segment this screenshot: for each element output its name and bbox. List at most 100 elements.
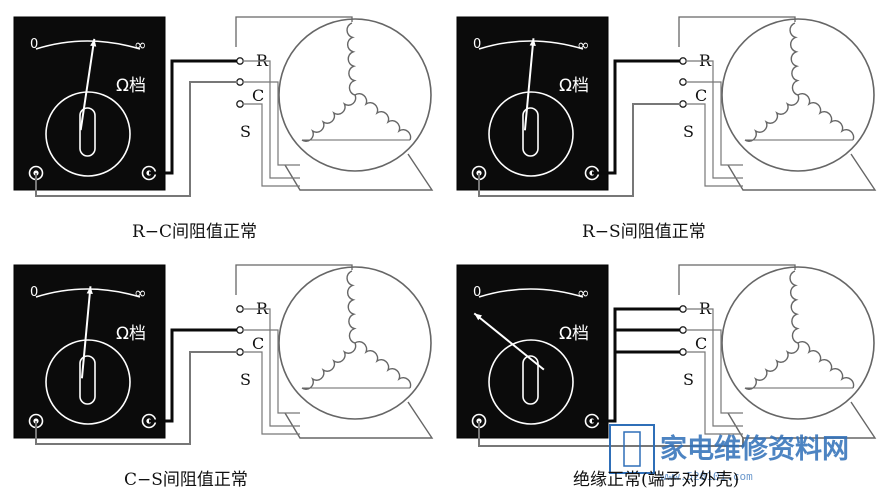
scale-infinity-label: ∞ (134, 284, 147, 302)
selector-knob[interactable] (522, 355, 539, 405)
panel-caption-insulation: 绝缘正常(端子对外壳) (573, 470, 740, 490)
terminal-label-s: S (240, 370, 251, 389)
lead-wire-r (243, 308, 300, 427)
range-label-ohm: Ω档 (559, 76, 589, 96)
panel-caption-cs: C−S间阻值正常 (124, 470, 248, 490)
meter-needle (80, 286, 92, 379)
probe-lead-black (35, 81, 237, 197)
lead-wire-s (686, 351, 743, 435)
motor (678, 16, 877, 191)
scale-infinity-label: ∞ (577, 36, 590, 54)
terminal-s[interactable] (236, 100, 244, 108)
lead-wire-s (243, 103, 300, 187)
terminal-label-s: S (683, 122, 694, 141)
multimeter: 0 ∞ Ω档 (13, 16, 166, 191)
lead-wire-c (243, 329, 300, 414)
terminal-r[interactable] (679, 57, 687, 65)
terminal-block: RCS (236, 51, 300, 187)
logo-frame (609, 424, 655, 474)
multimeter: 0∞Ω档 (13, 264, 166, 439)
terminal-label-s: S (240, 122, 251, 141)
winding-coil (744, 342, 800, 390)
selector-dial[interactable] (488, 339, 574, 425)
winding-coil (301, 94, 357, 142)
com-jack-center (33, 418, 39, 424)
selector-dial[interactable] (488, 91, 574, 177)
selector-knob[interactable] (79, 355, 96, 405)
terminal-block: RCS (679, 51, 743, 187)
probe-leads (35, 59, 237, 197)
meter-needle-tip (90, 38, 97, 47)
logo-url: www.520101.com (660, 470, 753, 483)
motor-lead (678, 16, 796, 47)
terminal-block: RCS (679, 299, 743, 435)
terminal-s[interactable] (679, 348, 687, 356)
logo-inner (623, 431, 641, 467)
lead-wire-s (243, 351, 300, 435)
logo-text: 家电维修资料网 (660, 433, 849, 465)
selector-knob[interactable] (522, 107, 539, 157)
meter-scale-arc (478, 40, 584, 50)
terminal-label-c: C (252, 334, 264, 353)
multimeter: 0 ∞ Ω档 (456, 16, 609, 191)
probe-lead-red (149, 59, 237, 175)
selector-dial[interactable] (45, 339, 131, 425)
selector-dial[interactable] (45, 91, 131, 177)
com-jack-center (476, 418, 482, 424)
scale-zero-label: 0 (473, 37, 481, 52)
meter-body (456, 264, 609, 439)
meter-needle-tip (474, 313, 483, 321)
meter-body (13, 16, 166, 191)
motor-lead (235, 264, 353, 295)
meter-needle (79, 38, 96, 131)
scale-zero-label: 0 (30, 285, 38, 300)
winding-coil (354, 93, 412, 141)
winding-coil (797, 341, 855, 389)
lead-wire-r (686, 60, 743, 179)
motor-lead (235, 16, 353, 47)
terminal-r[interactable] (236, 57, 244, 65)
winding-coil (301, 342, 357, 390)
probe-lead-red (149, 328, 237, 423)
winding-coil (797, 93, 855, 141)
winding-coil (789, 270, 800, 344)
terminal-label-s: S (683, 370, 694, 389)
scale-zero-label: 0 (473, 285, 481, 300)
terminal-c[interactable] (236, 326, 244, 334)
terminal-s[interactable] (679, 100, 687, 108)
lead-wire-s (686, 103, 743, 187)
scale-zero-label: 0 (30, 37, 38, 52)
lead-wire-r (243, 60, 300, 179)
terminal-r[interactable] (236, 305, 244, 313)
terminal-label-c: C (252, 86, 264, 105)
lead-wire-c (686, 81, 743, 166)
multimeter: 0∞Ω档 (456, 264, 609, 439)
terminal-c[interactable] (236, 78, 244, 86)
panel-caption-rs: R−S间阻值正常 (582, 222, 706, 242)
probe-lead-red (592, 307, 680, 423)
watermark-logo: 家电维修资料网 www.520101.com (609, 424, 849, 483)
lead-wire-c (686, 329, 743, 414)
meter-scale-arc (35, 40, 141, 50)
lead-wire-r (686, 308, 743, 427)
meter-scale-arc (478, 288, 584, 298)
probe-lead-black (35, 351, 237, 445)
probe-lead-red (592, 59, 680, 175)
meter-needle-tip (86, 286, 93, 294)
terminal-label-c: C (695, 334, 707, 353)
panel-caption-rc: R−C间阻值正常 (132, 222, 258, 242)
scale-infinity-label: ∞ (134, 36, 147, 54)
terminal-c[interactable] (679, 326, 687, 334)
test-panel: RCS 0 ∞ Ω档 (456, 16, 877, 197)
winding-coil (346, 22, 357, 96)
terminal-c[interactable] (679, 78, 687, 86)
test-panel: RCS 0∞Ω档 (456, 264, 877, 447)
probe-leads (478, 59, 680, 197)
terminal-s[interactable] (236, 348, 244, 356)
meter-scale-arc (35, 288, 141, 298)
terminal-label-c: C (695, 86, 707, 105)
range-label-ohm: Ω档 (116, 76, 146, 96)
terminal-r[interactable] (679, 305, 687, 313)
selector-knob[interactable] (79, 107, 96, 157)
